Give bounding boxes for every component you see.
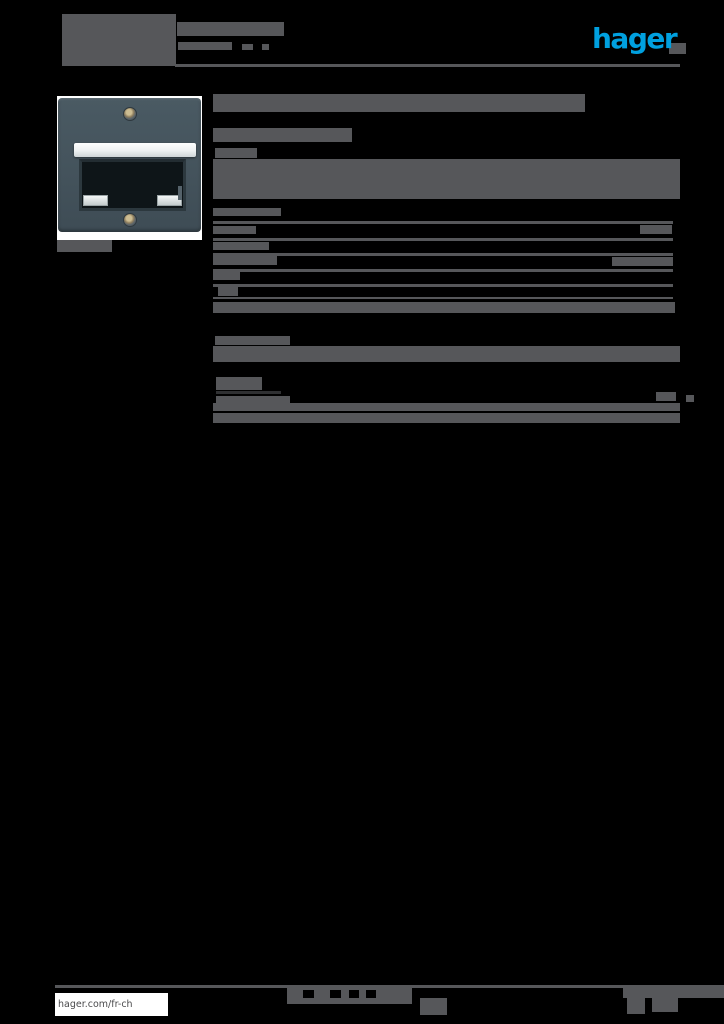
- redacted-doc-subtitle: [177, 22, 284, 36]
- clip-left: [83, 195, 108, 206]
- redacted-margin-mark: [686, 395, 694, 402]
- redacted-spec-label: [213, 256, 277, 265]
- footer-website-box: hager.com/fr-ch: [55, 993, 168, 1016]
- spec-separator: [213, 238, 673, 241]
- hager-logo: hager: [592, 22, 678, 58]
- spec-separator: [213, 253, 673, 256]
- spec-separator: [213, 297, 673, 299]
- redacted-product-reference: [57, 240, 112, 252]
- product-photo: [57, 96, 202, 240]
- footer-dark-mark: [349, 990, 359, 998]
- redacted-section-label: [215, 336, 290, 345]
- redacted-spec-label: [213, 272, 240, 280]
- footer-dark-mark: [303, 990, 314, 998]
- redacted-spec-value: [640, 225, 672, 234]
- hager-logo-text: hager: [592, 22, 678, 55]
- footer-redacted-tab: [420, 998, 447, 1015]
- opening-notch: [178, 186, 182, 200]
- header-rule: [175, 64, 680, 67]
- redacted-doc-meta: [242, 44, 253, 50]
- redacted-spec-label: [216, 396, 290, 403]
- redacted-doc-meta: [262, 44, 269, 50]
- spec-separator: [213, 221, 673, 224]
- footer-rule: [55, 985, 724, 988]
- footer-website-link[interactable]: hager.com/fr-ch: [58, 999, 133, 1010]
- section-divider-bar: [213, 302, 675, 313]
- redacted-spec-value: [656, 392, 676, 401]
- redacted-description-paragraph: [213, 159, 680, 199]
- footer-redacted-right: [627, 998, 645, 1014]
- redacted-spec-label: [213, 208, 281, 216]
- footer-dark-mark: [330, 990, 341, 998]
- redacted-doc-title: [62, 14, 176, 66]
- footer-redacted-right: [652, 998, 678, 1012]
- screw-top-icon: [123, 107, 137, 121]
- clip-right: [157, 195, 182, 206]
- spec-separator: [213, 269, 673, 272]
- screw-bottom-icon: [123, 213, 137, 227]
- redacted-section-label: [215, 148, 257, 158]
- cover-plate: [58, 98, 201, 232]
- footer-dark-mark: [366, 990, 376, 998]
- redacted-underline: [216, 391, 281, 394]
- redacted-spec-label: [213, 242, 269, 250]
- redacted-spec-label: [213, 226, 256, 234]
- redacted-product-title: [213, 94, 585, 112]
- section-divider-bar: [213, 413, 680, 423]
- redacted-spec-label: [218, 287, 238, 296]
- module-opening: [79, 159, 186, 211]
- redacted-row: [213, 403, 680, 411]
- label-window: [74, 143, 196, 157]
- redacted-section-label: [216, 377, 262, 390]
- footer-redacted-right: [623, 985, 724, 998]
- spec-separator: [213, 284, 673, 287]
- redacted-spec-value: [612, 257, 673, 266]
- redacted-product-ref: [213, 128, 352, 142]
- redacted-doc-meta: [178, 42, 232, 50]
- redacted-paragraph: [213, 346, 680, 362]
- redacted-logo-suffix: [669, 43, 686, 54]
